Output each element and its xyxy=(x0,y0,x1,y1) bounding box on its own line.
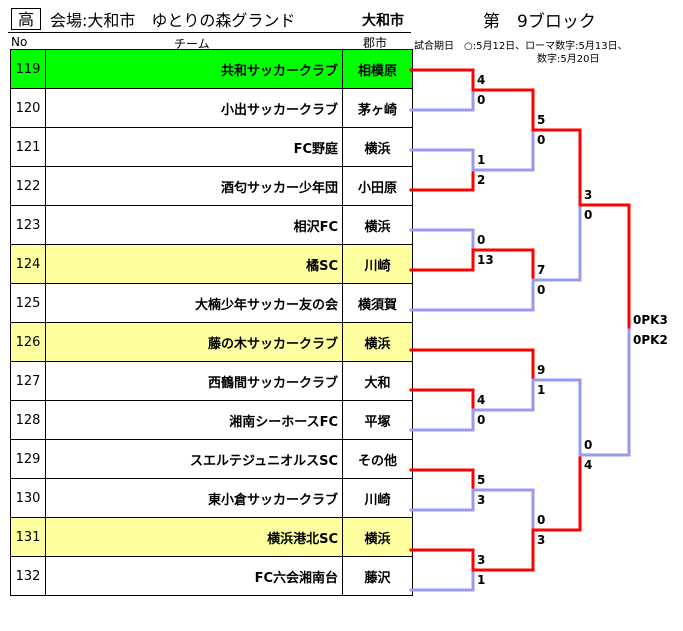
title-underline xyxy=(8,32,411,33)
team-name: 大楠少年サッカー友の会 xyxy=(45,283,343,323)
level-badge: 高 xyxy=(11,8,41,30)
r3-match-1-score-bottom: 0 xyxy=(584,208,592,222)
r3-match-1-score-top: 3 xyxy=(584,188,592,202)
team-city: 平塚 xyxy=(342,400,413,440)
r1-match-2-score-bottom: 2 xyxy=(477,173,485,187)
team-name: 西鶴間サッカークラブ xyxy=(45,361,343,401)
team-number: 129 xyxy=(10,439,46,479)
r1-match-3-score-bottom: 13 xyxy=(477,253,494,267)
team-number: 124 xyxy=(10,244,46,284)
team-city: 大和 xyxy=(342,361,413,401)
r2-match-3-score-bottom: 1 xyxy=(537,383,545,397)
team-name: FC六会湘南台 xyxy=(45,556,343,596)
schedule-note-cont: 数字:5月20日 xyxy=(537,54,600,65)
team-name: スエルテジュニオルスSC xyxy=(45,439,343,479)
team-city: その他 xyxy=(342,439,413,479)
team-name: FC野庭 xyxy=(45,127,343,167)
final-match-score-top: 0PK3 xyxy=(633,313,668,327)
team-number: 120 xyxy=(10,88,46,128)
team-city: 横浜 xyxy=(342,205,413,245)
team-number: 122 xyxy=(10,166,46,206)
team-city: 小田原 xyxy=(342,166,413,206)
r1-match-6-score-top: 3 xyxy=(477,553,485,567)
r2-match-4-score-top: 0 xyxy=(537,513,545,527)
r1-match-6-score-bottom: 1 xyxy=(477,573,485,587)
block-title: 第 9ブロック xyxy=(483,12,596,32)
r3-match-2-score-top: 0 xyxy=(584,438,592,452)
r3-match-2-score-bottom: 4 xyxy=(584,458,592,472)
team-name: 共和サッカークラブ xyxy=(45,49,343,89)
team-city: 横須賀 xyxy=(342,283,413,323)
team-name: 相沢FC xyxy=(45,205,343,245)
final-match-score-bottom: 0PK2 xyxy=(633,333,668,347)
r2-match-3-score-top: 9 xyxy=(537,363,545,377)
r2-match-4-score-bottom: 3 xyxy=(537,533,545,547)
venue-title: 会場:大和市 ゆとりの森グランド xyxy=(50,11,296,30)
team-city: 川崎 xyxy=(342,478,413,518)
r1-match-2-score-top: 1 xyxy=(477,153,485,167)
team-name: 湘南シーホースFC xyxy=(45,400,343,440)
r1-match-5-score-bottom: 3 xyxy=(477,493,485,507)
r1-match-1-score-bottom: 0 xyxy=(477,93,485,107)
schedule-note: 試合期日 ○:5月12日、ローマ数字:5月13日、 xyxy=(414,41,628,52)
r1-match-1-score-top: 4 xyxy=(477,73,485,87)
r1-match-3-score-top: 0 xyxy=(477,233,485,247)
r1-match-4-score-top: 4 xyxy=(477,393,485,407)
team-number: 128 xyxy=(10,400,46,440)
team-city: 横浜 xyxy=(342,127,413,167)
team-number: 132 xyxy=(10,556,46,596)
team-city: 川崎 xyxy=(342,244,413,284)
r1-match-4-score-bottom: 0 xyxy=(477,413,485,427)
team-city: 横浜 xyxy=(342,322,413,362)
column-header-city: 郡市 xyxy=(363,36,388,50)
r1-match-5-score-top: 5 xyxy=(477,473,485,487)
team-city: 茅ヶ崎 xyxy=(342,88,413,128)
team-number: 130 xyxy=(10,478,46,518)
team-name: 橘SC xyxy=(45,244,343,284)
r2-match-2-score-top: 7 xyxy=(537,263,545,277)
r2-match-2-score-bottom: 0 xyxy=(537,283,545,297)
r2-match-1-score-bottom: 0 xyxy=(537,133,545,147)
r2-match-1-score-top: 5 xyxy=(537,113,545,127)
team-city: 藤沢 xyxy=(342,556,413,596)
column-header-team: チーム xyxy=(174,37,210,51)
team-city: 相模原 xyxy=(342,49,413,89)
host-city: 大和市 xyxy=(362,13,404,29)
team-city: 横浜 xyxy=(342,517,413,557)
column-header-no: No xyxy=(11,35,28,49)
